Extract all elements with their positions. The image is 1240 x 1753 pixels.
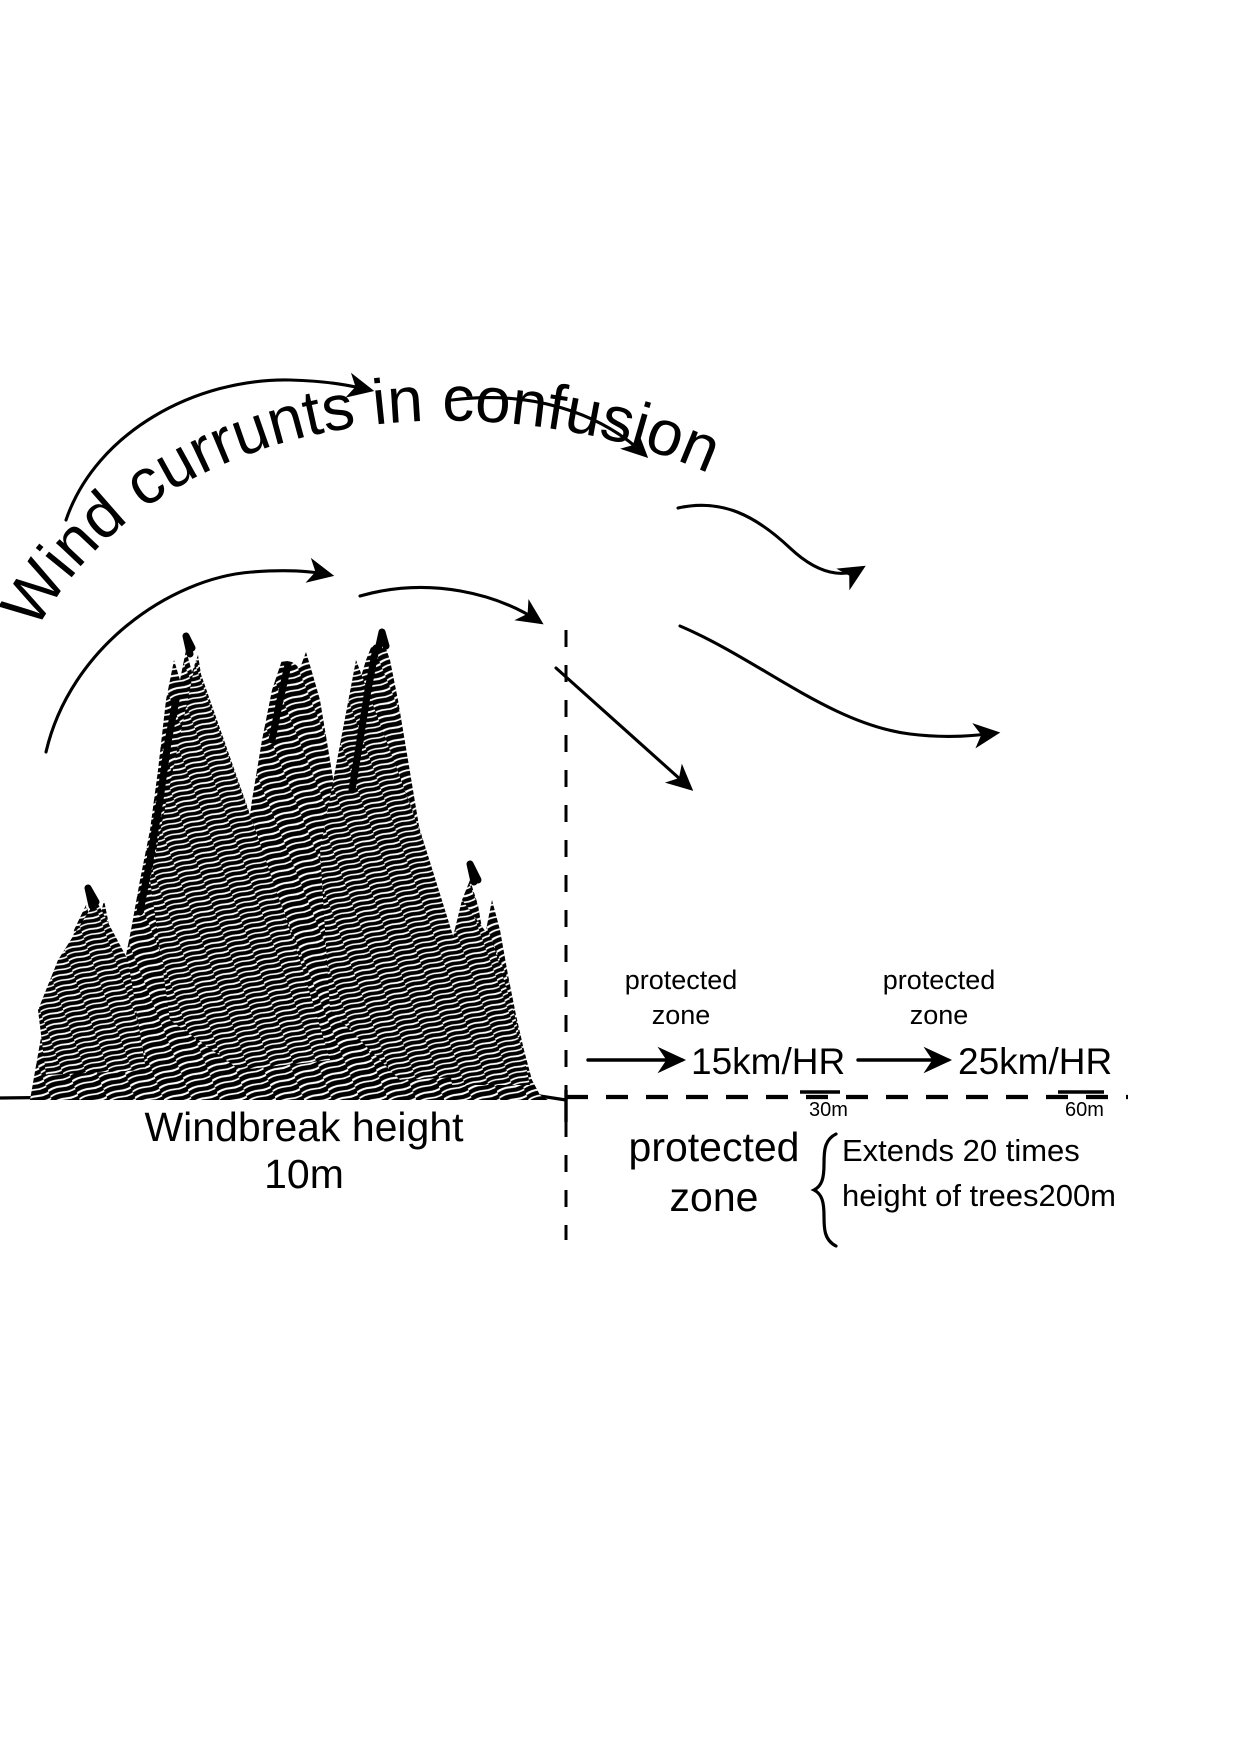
wind-arrow-icon-1 [64,372,375,522]
wind-arrow-icon-3 [676,503,866,591]
protected-zone-label-1: protected zone [575,963,787,1032]
wind-arrow-group [44,372,1001,791]
windbreak-height-line2: 10m [264,1150,344,1197]
tree-outline-scribble-icon [84,628,482,916]
protected-zone-big-line1: protected [628,1124,800,1170]
protected-zone-1-line2: zone [651,999,711,1030]
page-title: Wind currunts in confusion [0,362,731,638]
windbreak-height-line1: Windbreak height [144,1104,464,1150]
windbreak-height-label: Windbreak height 10m [54,1104,554,1197]
protected-zone-1-line1: protected [624,965,738,995]
extends-note-line1: Extends 20 times [842,1133,1080,1168]
wind-arrow-icon-4 [44,557,335,754]
wind-arrow-icon-6 [678,624,1001,749]
protected-zone-big-line2: zone [669,1174,759,1221]
wind-arrow-icon-5 [358,585,544,625]
tree-clump-dense-icon [38,660,530,1085]
protected-zone-label-main: protected zone [598,1122,830,1222]
protected-zone-2-line2: zone [909,999,969,1030]
extends-note-line2: height of trees200m [842,1177,1117,1213]
protected-zone-label-2: protected zone [833,963,1045,1032]
wind-arrow-icon-2 [450,396,649,458]
wind-speed-label-1: 15km/HR [691,1041,846,1082]
protected-zone-2-line1: protected [882,965,996,995]
wind-speed-label-2: 25km/HR [958,1041,1113,1082]
distance-label-60m: 60m [1065,1099,1104,1121]
curly-brace-icon [810,1132,838,1248]
distance-label-30m: 30m [809,1099,848,1121]
wind-arrow-icon-7 [554,666,694,791]
extends-note-label: Extends 20 times height of trees200m [842,1129,1117,1219]
